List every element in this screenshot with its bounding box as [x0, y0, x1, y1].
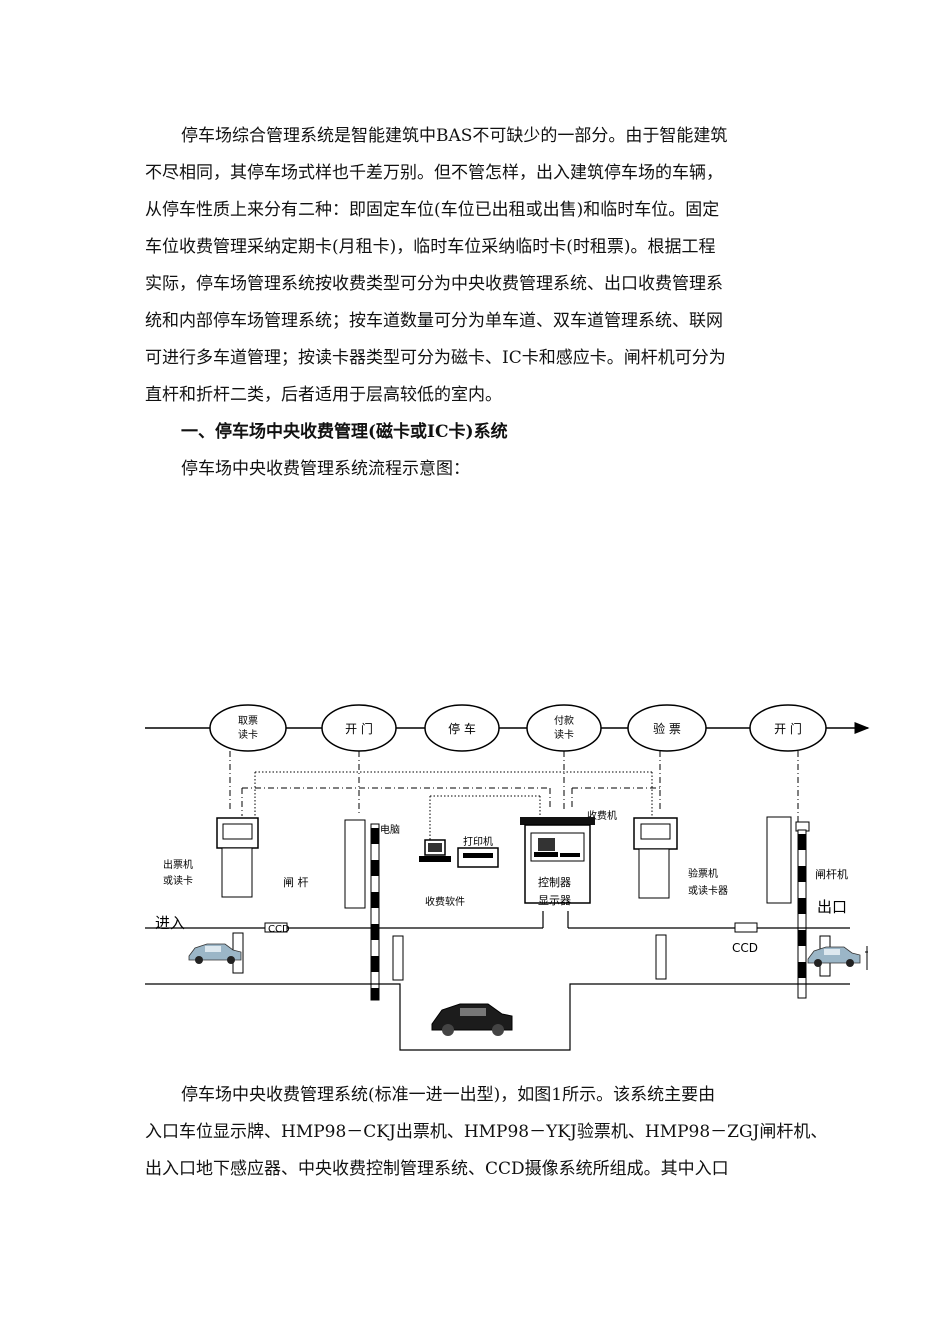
ticket-machine: 出票机 或读卡: [163, 817, 259, 898]
ccd-exit-label: CCD: [732, 941, 758, 955]
flow-step: 停 车: [424, 704, 500, 752]
intro-line: 实际，停车场管理系统按收费类型可分为中央收费管理系统、出口收费管理系: [145, 274, 723, 294]
ticket-machine-label: 出票机: [163, 858, 193, 871]
description-line: 出入口地下感应器、中央收费控制管理系统、CCD摄像系统所组成。其中入口: [145, 1159, 729, 1179]
intro-line: 直杆和折杆二类，后者适用于层高较低的室内。: [145, 385, 502, 405]
ccd-entry-label: CCD: [268, 924, 290, 935]
loop-detector: [392, 935, 404, 981]
printer-icon: [457, 847, 499, 868]
car-icon: [807, 946, 861, 967]
controller-label: 控制器: [538, 875, 571, 889]
flow-step: 开 门: [749, 704, 827, 752]
ticket-machine-label: 或读卡: [163, 874, 193, 887]
controller-label: 显示器: [538, 894, 571, 907]
entry-label: 进入: [155, 914, 185, 932]
flow-step-label: 读卡: [238, 728, 258, 741]
diagram-caption: 停车场中央收费管理系统流程示意图：: [181, 459, 470, 479]
parked-car-icon: [431, 1003, 513, 1036]
ccd-camera-entry: CCD: [264, 922, 290, 935]
intro-line: 统和内部停车场管理系统；按车道数量可分为单车道、双车道管理系统、联网: [145, 311, 723, 331]
gate-machine-label: 闸杆机: [815, 867, 848, 881]
intro-line: 不尽相同，其停车场式样也千差万别。但不管怎样，出入建筑停车场的车辆，: [145, 163, 723, 183]
flow-step: 开 门: [321, 704, 397, 752]
exit-label: 出口: [817, 898, 847, 916]
flow-step-label: 停 车: [448, 721, 476, 736]
parking-system-diagram: 取票 读卡 开 门 停 车 付款 读卡 验 票 开 门: [145, 704, 870, 1051]
flow-step: 付款 读卡: [526, 704, 602, 752]
section-heading: 一、停车场中央收费管理(磁卡或IC卡)系统: [181, 422, 508, 442]
entry-barrier-arm: [370, 823, 380, 1001]
flow-step-label: 读卡: [554, 728, 574, 741]
printer-label: 打印机: [463, 835, 493, 848]
barrier-label: 闸 杆: [283, 875, 309, 889]
flow-step: 验 票: [627, 704, 707, 752]
cashier-booth: 控制器 显示器: [520, 817, 595, 907]
road-lines: [145, 911, 850, 1051]
flow-step-label: 开 门: [345, 721, 373, 736]
validator-label: 验票机: [688, 867, 718, 880]
intro-line: 停车场综合管理系统是智能建筑中BAS不可缺少的一部分。由于智能建筑: [181, 126, 728, 146]
computer-label: 电脑: [380, 823, 400, 836]
fee-software-label: 收费软件: [425, 895, 465, 908]
description-line: 入口车位显示牌、HMP98－CKJ出票机、HMP98－YKJ验票机、HMP98－…: [145, 1122, 828, 1142]
dotted-connectors: [254, 771, 653, 840]
ticket-validator: 验票机 或读卡器: [633, 817, 728, 899]
flow-step-label: 付款: [554, 714, 574, 727]
intro-line: 可进行多车道管理；按读卡器类型可分为磁卡、IC卡和感应卡。闸杆机可分为: [145, 348, 726, 368]
intro-line: 从停车性质上来分有二种：即固定车位(车位已出租或出售)和临时车位。固定: [145, 200, 720, 220]
barrier-cabinet: [344, 819, 366, 909]
computer-icon: [419, 839, 451, 862]
flow-step-label: 取票: [238, 715, 258, 727]
gate-machine-cabinet: [766, 816, 792, 904]
description-line: 停车场中央收费管理系统(标准一进一出型)，如图1所示。该系统主要由: [181, 1085, 716, 1105]
exit-barrier-arm: [795, 821, 810, 999]
ccd-camera-exit: CCD: [732, 922, 758, 955]
description-paragraph: 停车场中央收费管理系统(标准一进一出型)，如图1所示。该系统主要由 入口车位显示…: [145, 1077, 828, 1188]
intro-paragraph: 停车场综合管理系统是智能建筑中BAS不可缺少的一部分。由于智能建筑 不尽相同，其…: [145, 118, 810, 414]
car-icon: [188, 943, 242, 964]
flow-step-label: 验 票: [653, 721, 681, 736]
validator-label: 或读卡器: [688, 884, 728, 897]
flow-step-label: 开 门: [774, 721, 802, 736]
loop-detector: [655, 934, 667, 980]
flow-step: 取票 读卡: [209, 704, 287, 752]
intro-line: 车位收费管理采纳定期卡(月租卡)，临时车位采纳临时卡(时租票)。根据工程: [145, 237, 716, 257]
